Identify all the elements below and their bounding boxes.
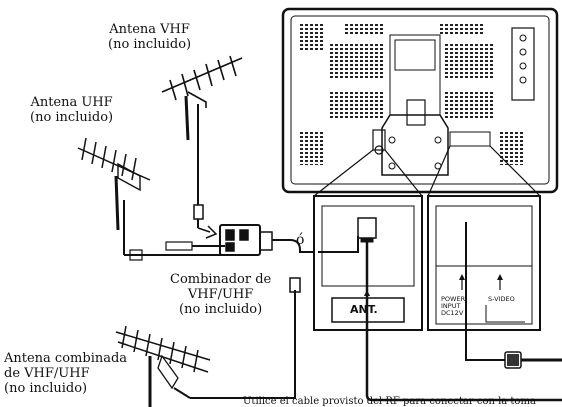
or-label: ó [296,233,304,248]
tv-rear-icon [283,9,557,192]
combo-antenna-label: Antena combinada de VHF/UHF (no incluido… [4,351,127,396]
uhf-antenna-icon [78,138,226,260]
uhf-antenna-label: Antena UHF (no incluido) [30,95,113,125]
vhf-antenna-icon [162,56,242,228]
power-input-label: POWER INPUT DC12V [441,296,465,317]
plug-icon [507,354,519,366]
svideo-label: S-VIDEO [488,296,515,303]
combiner-label-line2: VHF/UHF [170,287,271,302]
combiner-label: Combinador de VHF/UHF (no incluido) [170,272,271,317]
power-input-line3: DC12V [441,310,465,317]
combiner-label-line1: Combinador de [170,272,271,287]
vhf-antenna-label: Antena VHF (no incluido) [108,22,191,52]
combo-antenna-icon [116,326,210,407]
combo-antenna-label-line1: Antena combinada [4,351,127,366]
combo-antenna-label-line3: (no incluido) [4,381,127,396]
combiner-label-line3: (no incluido) [170,302,271,317]
ant-port-label: ANT. [350,303,378,316]
combiner-to-ant-cable [318,236,358,252]
uhf-antenna-label-line1: Antena UHF [30,95,113,110]
vhf-antenna-label-line1: Antena VHF [108,22,191,37]
uhf-antenna-label-line2: (no incluido) [30,110,113,125]
combo-antenna-label-line2: de VHF/UHF [4,366,127,381]
combiner-icon [198,225,290,255]
vhf-antenna-label-line2: (no incluido) [108,37,191,52]
caption-text: Utilice el cable provisto del RF para co… [243,396,536,407]
